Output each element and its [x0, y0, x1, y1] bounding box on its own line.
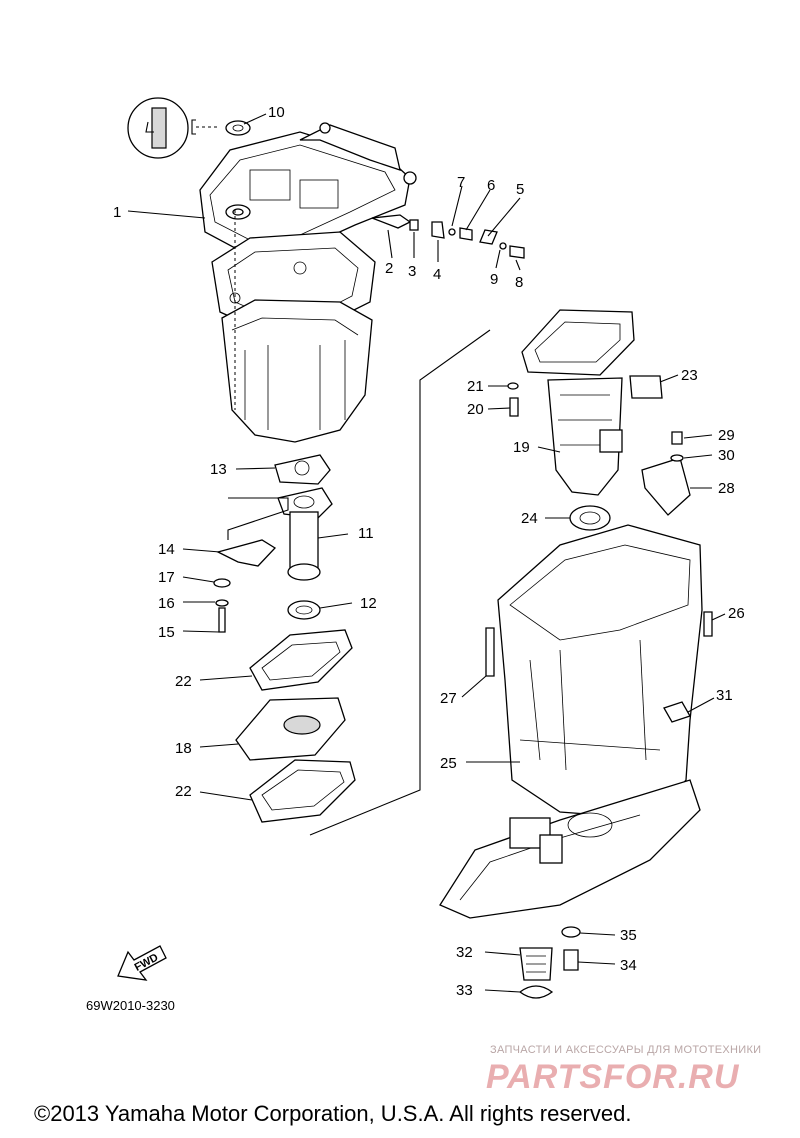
upper-casing-25 — [439, 524, 703, 919]
callout-11: 11 — [358, 525, 374, 542]
callout-28: 28 — [718, 480, 735, 497]
small-fasteners — [371, 214, 525, 259]
callout-26: 26 — [728, 605, 745, 622]
part-30-washer — [670, 454, 684, 462]
callout-16: 16 — [158, 595, 175, 612]
detail-inset — [127, 97, 220, 159]
callout-22-lower: 22 — [175, 783, 192, 800]
fwd-arrow-icon: FWD — [117, 945, 167, 981]
exhaust-guide-assembly — [213, 454, 333, 633]
callout-3: 3 — [408, 263, 416, 280]
callout-8: 8 — [515, 274, 523, 291]
callout-12: 12 — [360, 595, 377, 612]
callout-14: 14 — [158, 541, 175, 558]
callout-9: 9 — [490, 271, 498, 288]
callout-18: 18 — [175, 740, 192, 757]
callout-numbers: 1 2 3 4 5 6 7 8 9 10 11 12 13 14 15 16 1… — [113, 104, 745, 999]
part-21-washer — [507, 382, 519, 390]
watermark-logo: PARTSFOR.RU — [486, 1058, 740, 1096]
leader-lines — [127, 113, 726, 993]
callout-23: 23 — [681, 367, 698, 384]
part-28-plate — [641, 457, 691, 516]
callout-5: 5 — [516, 181, 524, 198]
part-20-bolt — [509, 397, 519, 417]
callout-33: 33 — [456, 982, 473, 999]
callout-4: 4 — [433, 266, 441, 283]
callout-27: 27 — [440, 690, 457, 707]
part-31-grommet — [663, 701, 691, 723]
gasket-set — [235, 629, 356, 823]
callout-35: 35 — [620, 927, 637, 944]
callout-17: 17 — [158, 569, 175, 586]
diagram-reference-code: 69W2010-3230 — [86, 998, 175, 1013]
group-bracket-left — [227, 497, 289, 540]
callout-19: 19 — [513, 439, 530, 456]
group-bracket-right — [309, 329, 491, 836]
callout-15: 15 — [158, 624, 175, 641]
callout-30: 30 — [718, 447, 735, 464]
callout-13: 13 — [210, 461, 227, 478]
callout-21: 21 — [467, 378, 484, 395]
svg-text:FWD: FWD — [133, 952, 161, 974]
callout-31: 31 — [716, 687, 733, 704]
callout-2: 2 — [385, 260, 393, 277]
callout-20: 20 — [467, 401, 484, 418]
part-10-washer — [225, 120, 251, 136]
bottom-small-parts — [518, 926, 581, 999]
callout-34: 34 — [620, 957, 637, 974]
part-29-screw — [671, 431, 683, 445]
callout-6: 6 — [487, 177, 495, 194]
part-26-bolt — [703, 611, 713, 637]
copyright-notice: ©2013 Yamaha Motor Corporation, U.S.A. A… — [34, 1101, 632, 1126]
callout-1: 1 — [113, 204, 121, 221]
callout-32: 32 — [456, 944, 473, 961]
part-27-stud — [485, 627, 495, 677]
part-24-seal — [569, 505, 611, 531]
callout-29: 29 — [718, 427, 735, 444]
upper-casing-assembly — [199, 122, 417, 443]
callout-22-upper: 22 — [175, 673, 192, 690]
callout-10: 10 — [268, 104, 285, 121]
callout-25: 25 — [440, 755, 457, 772]
watermark-caption: ЗАПЧАСТИ И АКСЕССУАРЫ ДЛЯ МОТОТЕХНИКИ — [490, 1044, 762, 1056]
callout-24: 24 — [521, 510, 538, 527]
exhaust-manifold — [521, 309, 663, 496]
callout-7: 7 — [457, 174, 465, 191]
